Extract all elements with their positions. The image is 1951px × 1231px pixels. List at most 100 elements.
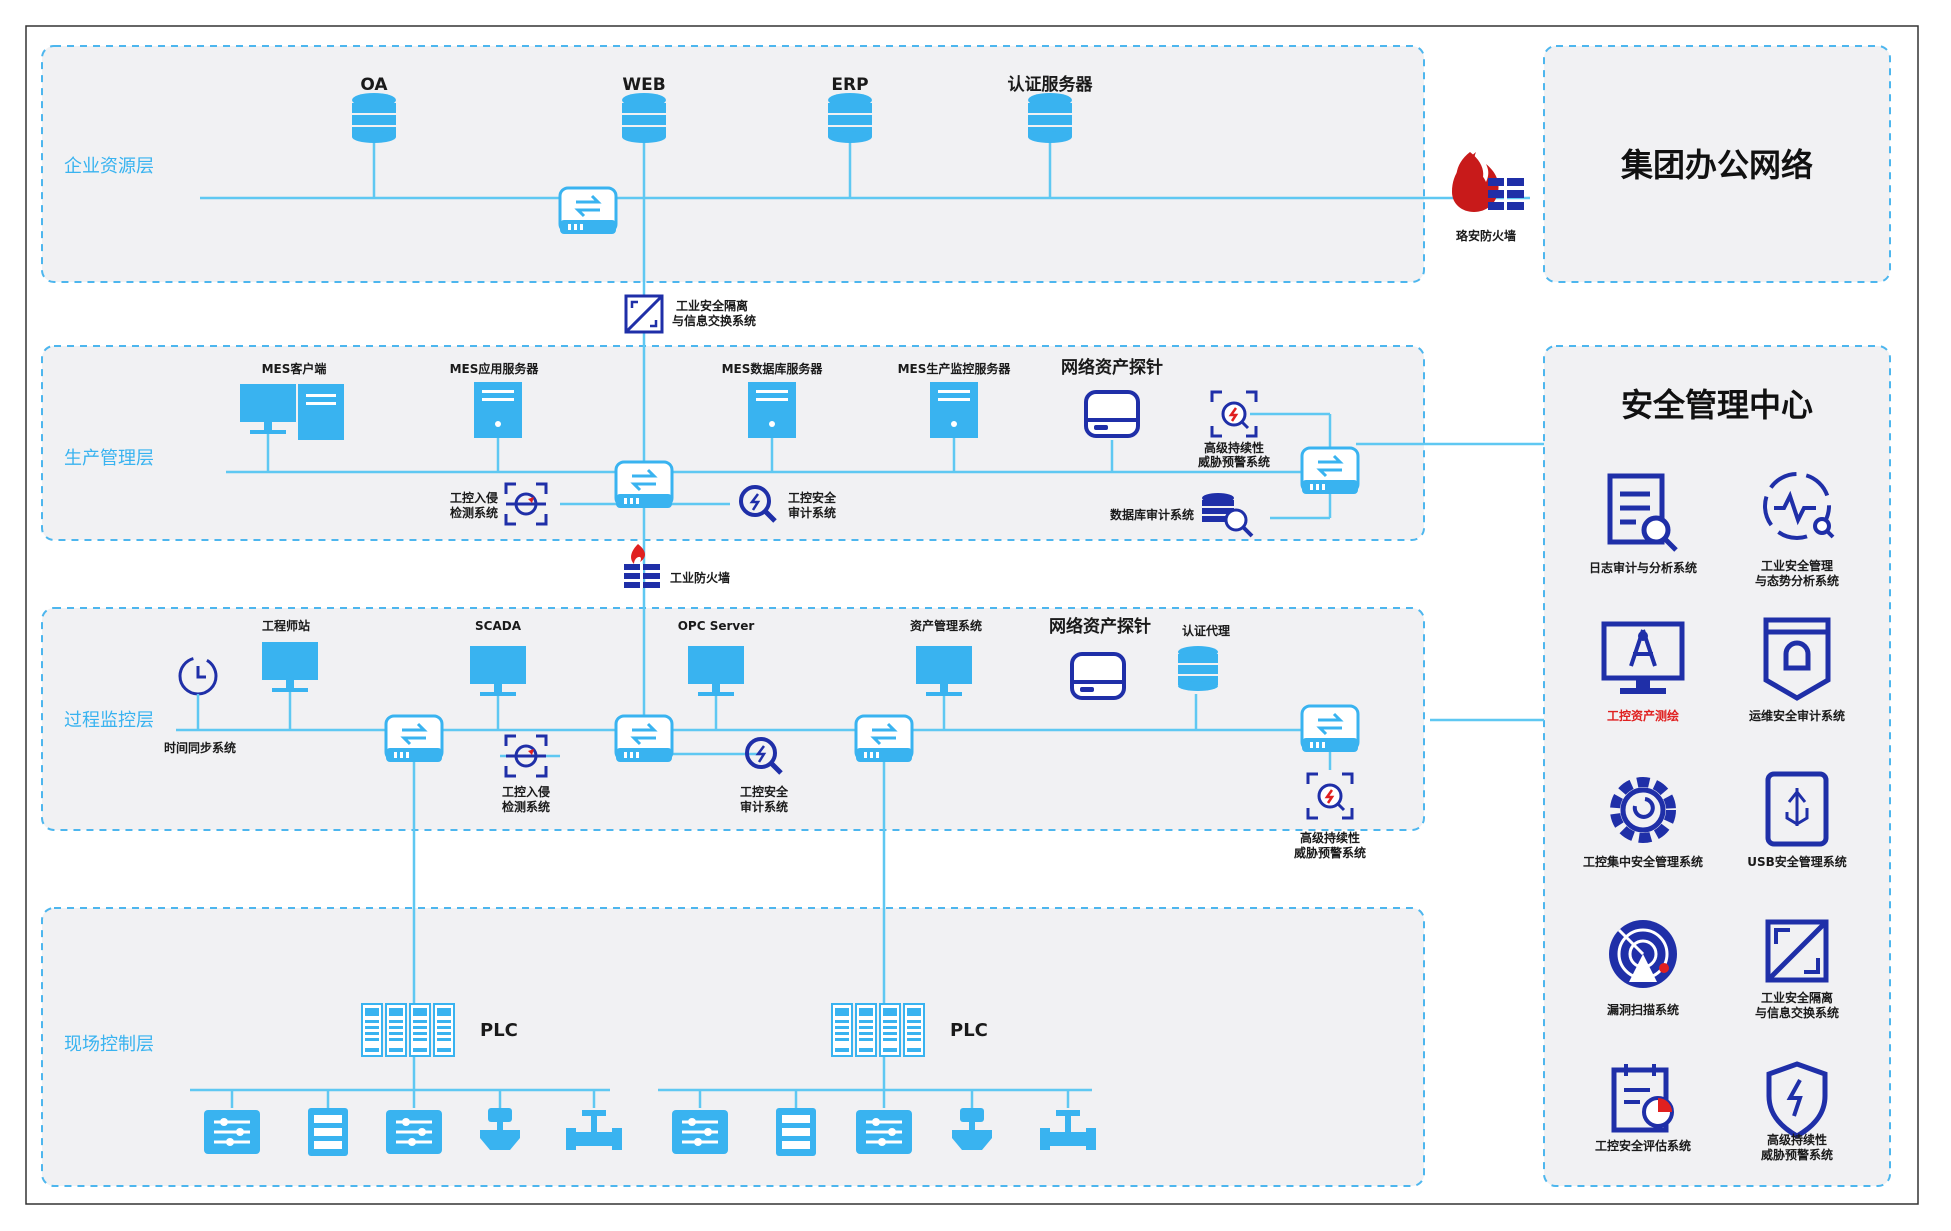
layer-label-field: 现场控制层 (64, 1034, 154, 1055)
auth-server-label: 认证服务器 (1008, 74, 1094, 95)
engineer-station: 工程师站 (262, 618, 318, 692)
plc-right: PLC (831, 1003, 988, 1057)
mes-client: MES客户端 (240, 361, 344, 440)
process-right-switch (854, 714, 914, 764)
isolation-icon (1765, 919, 1829, 983)
sc-item-1-label-1: 工业安全管理 (1761, 558, 1833, 573)
cabinet-icon (776, 1108, 816, 1156)
enterprise-layer-box (41, 45, 1425, 283)
mes-app-label: MES应用服务器 (450, 361, 540, 376)
plc-left: PLC (361, 1003, 518, 1057)
layer-label-enterprise: 企业资源层 (64, 156, 154, 177)
erp-label: ERP (831, 75, 868, 95)
luoan-firewall: 珞安防火墙 (1452, 152, 1524, 243)
db-audit-label: 数据库审计系统 (1110, 507, 1194, 522)
mes-monitor-server: MES生产监控服务器 (898, 361, 1012, 438)
sc-item-9-label-2: 威胁预警系统 (1761, 1147, 1833, 1162)
plc-right-label: PLC (950, 1020, 988, 1041)
outer-frame (25, 25, 1919, 1205)
sc-item-7-label-1: 工业安全隔离 (1761, 990, 1833, 1005)
production-ids: 工控入侵 检测系统 (450, 482, 548, 526)
process-probe-label: 网络资产探针 (1049, 616, 1151, 637)
industrial-firewall-label: 工业防火墙 (670, 570, 730, 585)
log-audit-icon (1607, 473, 1678, 552)
mes-db-label: MES数据库服务器 (722, 361, 824, 376)
process-ids: 工控入侵 检测系统 (502, 734, 550, 814)
sc-item-9-label-1: 高级持续性 (1767, 1132, 1827, 1147)
db-audit-system: 数据库审计系统 (1110, 493, 1254, 538)
isolation-gateway: 工业安全隔离 与信息交换系统 (624, 294, 756, 334)
production-audit-label-2: 审计系统 (788, 505, 836, 520)
office-network-box (1543, 45, 1891, 283)
auth-proxy-label: 认证代理 (1182, 623, 1230, 638)
production-right-switch (1300, 446, 1360, 496)
process-left-switch (384, 714, 444, 764)
sc-situation: 工业安全管理 与态势分析系统 (1755, 472, 1839, 588)
plc-left-label: PLC (480, 1020, 518, 1041)
process-ids-label-2: 检测系统 (502, 799, 550, 814)
security-center-box (1543, 345, 1891, 1187)
scada-label: SCADA (475, 619, 522, 633)
production-probe-label: 网络资产探针 (1061, 357, 1163, 378)
scada-station: SCADA (470, 619, 526, 696)
mes-app-server: MES应用服务器 (450, 361, 540, 438)
production-apt-label-2: 威胁预警系统 (1198, 454, 1270, 469)
production-apt-label-1: 高级持续性 (1204, 440, 1264, 455)
oa-server: OA (352, 75, 396, 143)
sc-isolation: 工业安全隔离 与信息交换系统 (1755, 919, 1839, 1020)
layer-label-production: 生产管理层 (64, 448, 154, 469)
process-apt-label-2: 威胁预警系统 (1294, 845, 1366, 860)
sc-item-2-label: 工控资产测绘 (1607, 708, 1679, 723)
time-sync: 时间同步系统 (164, 656, 236, 755)
erp-server: ERP (828, 75, 872, 143)
asset-management: 资产管理系统 (910, 618, 982, 696)
sc-item-5-label: USB安全管理系统 (1747, 854, 1847, 869)
control-panel-icon (202, 1108, 262, 1156)
layer-label-process: 过程监控层 (64, 710, 154, 731)
industrial-firewall: 工业防火墙 (624, 544, 730, 588)
auth-proxy: 认证代理 (1178, 623, 1230, 691)
sc-item-3-label: 运维安全审计系统 (1749, 708, 1845, 723)
sc-assessment: 工控安全评估系统 (1595, 1064, 1691, 1153)
asset-mgmt-label: 资产管理系统 (910, 618, 982, 633)
production-apt: 高级持续性 威胁预警系统 (1198, 390, 1270, 469)
sc-item-1-label-2: 与态势分析系统 (1755, 573, 1839, 588)
sc-item-4-label: 工控集中安全管理系统 (1583, 854, 1703, 869)
assessment-icon (1611, 1064, 1674, 1133)
situation-analysis-icon (1763, 472, 1835, 540)
opc-server: OPC Server (678, 619, 754, 696)
sc-item-8-label: 工控安全评估系统 (1595, 1138, 1691, 1153)
time-sync-label: 时间同步系统 (164, 740, 236, 755)
mes-monitor-label: MES生产监控服务器 (898, 361, 1012, 376)
control-panel-icon (854, 1108, 914, 1156)
control-panel-icon (384, 1108, 444, 1156)
sc-vuln-scan: 漏洞扫描系统 (1607, 920, 1679, 1017)
process-audit: 工控安全 审计系统 (740, 739, 789, 814)
firewall-label: 珞安防火墙 (1456, 228, 1516, 243)
bastion-icon (1763, 617, 1831, 701)
shield-icon (1766, 1061, 1828, 1139)
security-center-title: 安全管理中心 (1621, 386, 1813, 424)
gear-icon (1610, 777, 1676, 843)
office-network-title: 集团办公网络 (1620, 146, 1813, 184)
usb-icon (1765, 771, 1829, 847)
web-server: WEB (622, 75, 666, 143)
cabinet-icon (308, 1108, 348, 1156)
process-probe: 网络资产探针 (1049, 616, 1151, 700)
production-core-switch (614, 460, 674, 510)
process-apt-label-1: 高级持续性 (1300, 830, 1360, 845)
mes-client-label: MES客户端 (262, 361, 327, 376)
production-ids-label-2: 检测系统 (450, 505, 498, 520)
engineer-label: 工程师站 (262, 618, 310, 633)
sc-item-0-label: 日志审计与分析系统 (1589, 560, 1697, 575)
sc-apt: 高级持续性 威胁预警系统 (1761, 1061, 1833, 1162)
production-probe: 网络资产探针 (1061, 357, 1163, 438)
process-layer-box (41, 607, 1425, 831)
process-audit-label-1: 工控安全 (740, 784, 789, 799)
sc-usb: USB安全管理系统 (1747, 771, 1847, 869)
web-label: WEB (622, 75, 665, 95)
process-ids-label-1: 工控入侵 (502, 784, 550, 799)
sc-item-6-label: 漏洞扫描系统 (1607, 1002, 1679, 1017)
sc-asset-mapping: 工控资产测绘 (1601, 621, 1685, 723)
